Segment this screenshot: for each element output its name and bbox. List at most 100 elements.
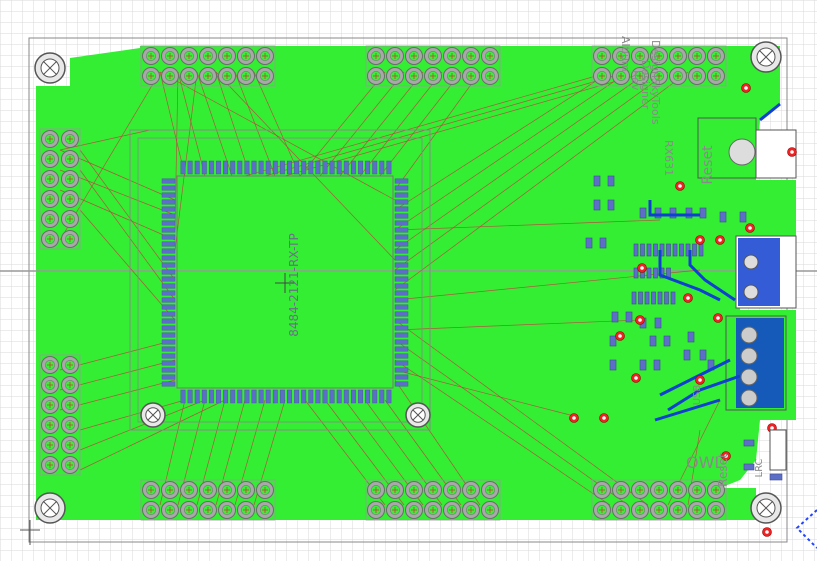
owl-label: OWL [686, 453, 723, 472]
header-outline [140, 479, 276, 521]
chip-pin-left [161, 192, 176, 198]
chip-pin-right [394, 374, 409, 380]
power-connector-pin [740, 326, 758, 344]
ratsnest-line [394, 71, 669, 271]
chip-pin-bottom [251, 389, 257, 404]
ratsnest-line [394, 71, 689, 291]
smd-pad [607, 199, 615, 211]
chip-pin-bottom [287, 389, 292, 404]
chip-pin-left [161, 325, 176, 331]
ratsnest-line [394, 219, 661, 231]
chip-pin-bottom [301, 389, 307, 404]
chip-pin-top [237, 160, 243, 175]
smd-pad [640, 243, 645, 257]
ratsnest-line [174, 71, 198, 251]
chip-pin-right [394, 255, 409, 261]
chip-pin-left [161, 255, 176, 261]
reset-button-cap [728, 138, 756, 166]
smd-pad [593, 175, 601, 187]
chip-pin-left [161, 276, 176, 282]
chip-pin-bottom [279, 389, 285, 404]
chip-pin-bottom [315, 389, 321, 404]
chip-pin-top [258, 160, 264, 175]
chip-pin-top [379, 160, 385, 175]
chip-pin-bottom [365, 389, 371, 404]
ratsnest-line [394, 71, 649, 251]
smd-pad [593, 199, 601, 211]
chip-pin-right [394, 269, 409, 275]
lrc-label: LRC [754, 458, 765, 477]
ratsnest-line [79, 149, 176, 281]
via-hole [572, 416, 576, 420]
mounting-hole-cross [42, 60, 58, 76]
ratsnest-line [59, 359, 176, 391]
chip-pin-right [394, 283, 409, 289]
smd-pad [633, 243, 639, 257]
via-hole [724, 454, 728, 458]
via-hole [678, 184, 682, 188]
chip-pin-bottom [350, 389, 356, 404]
pin-headers [39, 45, 727, 521]
ratsnest-line [196, 71, 233, 177]
ratsnest-line [79, 399, 226, 471]
smd-pad [739, 211, 747, 223]
copper-trace [648, 200, 700, 217]
chip-pin-bottom [223, 389, 229, 404]
copper-trace [688, 250, 736, 302]
via-hole [718, 238, 722, 242]
smd-pad [699, 349, 707, 361]
chip-pin-top [301, 160, 307, 175]
qfp-chip-body[interactable] [176, 175, 394, 389]
chip-pin-bottom [265, 389, 271, 404]
smd-pad [657, 291, 663, 305]
smd-pad [679, 243, 684, 257]
chip-pin-top [372, 160, 378, 175]
chip-pin-top [201, 160, 207, 175]
chip-pin-top [244, 160, 250, 175]
chip-pin-right [394, 332, 409, 338]
smd-pad [654, 317, 662, 329]
smd-pad [646, 267, 652, 279]
chip-pin-top [208, 160, 214, 175]
chip-pin-right [394, 325, 409, 331]
chip-pin-bottom [336, 389, 342, 404]
chip-pin-left [161, 199, 176, 205]
chip-pin-right [394, 227, 409, 233]
ratsnest-line [253, 71, 301, 177]
smd-pad [653, 359, 661, 371]
smd-pad [719, 211, 727, 223]
power-connector-pin [740, 347, 758, 365]
chip-pin-left [161, 360, 176, 366]
mounting-holes [34, 41, 782, 524]
via-hole [634, 376, 638, 380]
smd-pad [599, 237, 607, 249]
ratsnest-line [319, 71, 405, 177]
ratsnest-line [59, 189, 176, 241]
ratsnest-line [394, 359, 611, 506]
chip-pin-bottom [386, 389, 392, 404]
smd-pad [654, 207, 662, 219]
chip-pin-right [394, 381, 409, 387]
chip-pin-bottom [244, 389, 250, 404]
chip-pin-left [161, 374, 176, 380]
chip-pin-top [358, 160, 363, 175]
via-hole [618, 334, 622, 338]
chip-pin-right [394, 353, 409, 359]
smd-pad [653, 243, 658, 257]
usb-connector-hole [743, 254, 759, 270]
chip-pin-right [394, 346, 409, 352]
copper-trace [658, 250, 721, 302]
chip-pin-left [161, 332, 176, 338]
chip-pin-right [394, 367, 409, 373]
chip-pin-top [180, 160, 186, 175]
chip-pin-bottom [379, 389, 385, 404]
smd-pad [687, 331, 695, 343]
copper-trace [667, 374, 741, 412]
header-outline [140, 45, 276, 87]
smd-pad [646, 243, 652, 257]
chip-pin-top [279, 160, 285, 175]
smd-pad [607, 175, 615, 187]
chip-pin-right [394, 297, 409, 303]
smd-pad [698, 243, 704, 257]
